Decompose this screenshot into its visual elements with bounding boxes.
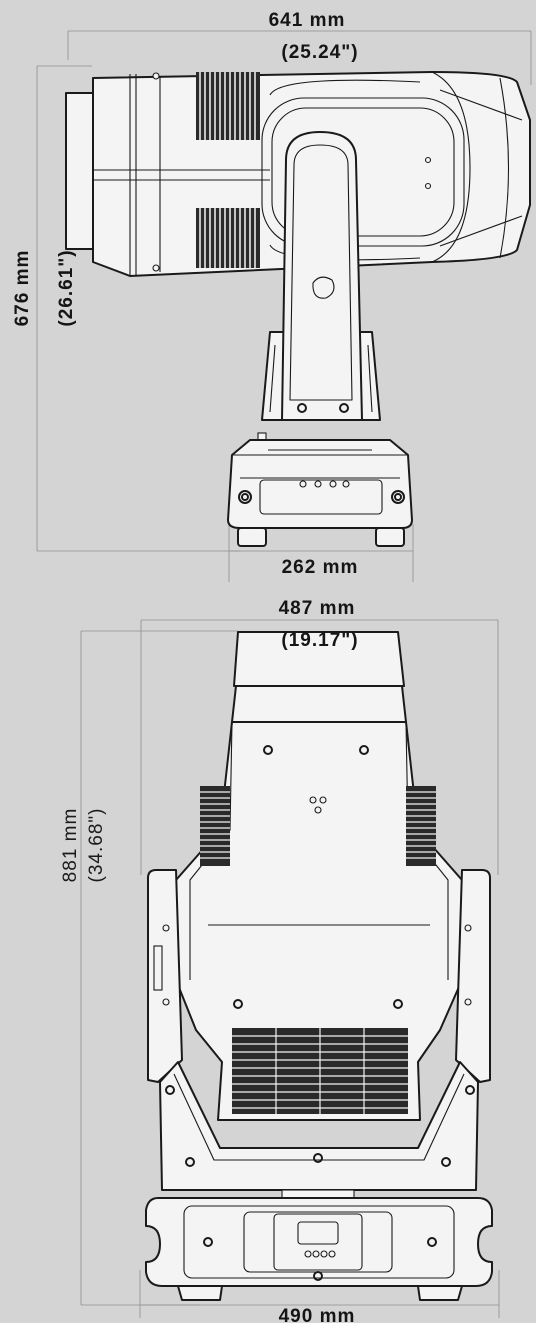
front-view: 487 mm (19.17") 881 mm (34.68") 490 mm — [60, 598, 500, 1323]
side-vent-top — [196, 72, 260, 140]
front-menu-button — [320, 1250, 328, 1258]
front-menu-button — [304, 1250, 312, 1258]
side-height-in-label: (26.61") — [56, 249, 77, 326]
side-width-dimension — [67, 30, 532, 85]
front-head — [175, 631, 463, 1121]
front-vent-right — [406, 786, 436, 866]
front-menu-button — [328, 1250, 336, 1258]
side-height-mm-label: 676 mm — [12, 250, 33, 327]
front-yoke-left-arm — [147, 869, 183, 1083]
side-height-dimension — [36, 65, 240, 552]
front-width-mm-label: 487 mm — [279, 598, 356, 619]
side-base-mm-label: 262 mm — [282, 557, 359, 578]
side-width-mm-label: 641 mm — [269, 10, 346, 31]
front-yoke-bridge — [159, 1061, 479, 1191]
front-base-mm-label: 490 mm — [279, 1306, 356, 1323]
front-height-in-label: (34.68") — [86, 808, 107, 883]
front-menu-button — [312, 1250, 320, 1258]
front-height-mm-label: 881 mm — [60, 808, 81, 883]
side-yoke-emblem — [312, 276, 335, 299]
side-view: 641 mm (25.24") 676 mm (26.61") 262 mm — [12, 10, 532, 582]
front-base-dimension — [139, 1270, 500, 1318]
side-base-dimension — [228, 524, 414, 582]
side-width-in-label: (25.24") — [281, 42, 358, 63]
front-width-dimension — [140, 619, 499, 875]
front-vent-left — [200, 786, 230, 866]
front-width-in-label: (19.17") — [281, 630, 358, 651]
side-vent-bottom — [196, 208, 260, 268]
front-base — [145, 1197, 493, 1301]
front-lens-cap — [233, 631, 405, 687]
side-yoke-arm — [257, 131, 381, 442]
front-yoke-right-arm — [455, 869, 491, 1083]
front-yoke — [147, 869, 491, 1199]
front-display-screen — [297, 1221, 339, 1245]
side-base — [227, 439, 413, 547]
front-grille — [232, 1028, 408, 1114]
